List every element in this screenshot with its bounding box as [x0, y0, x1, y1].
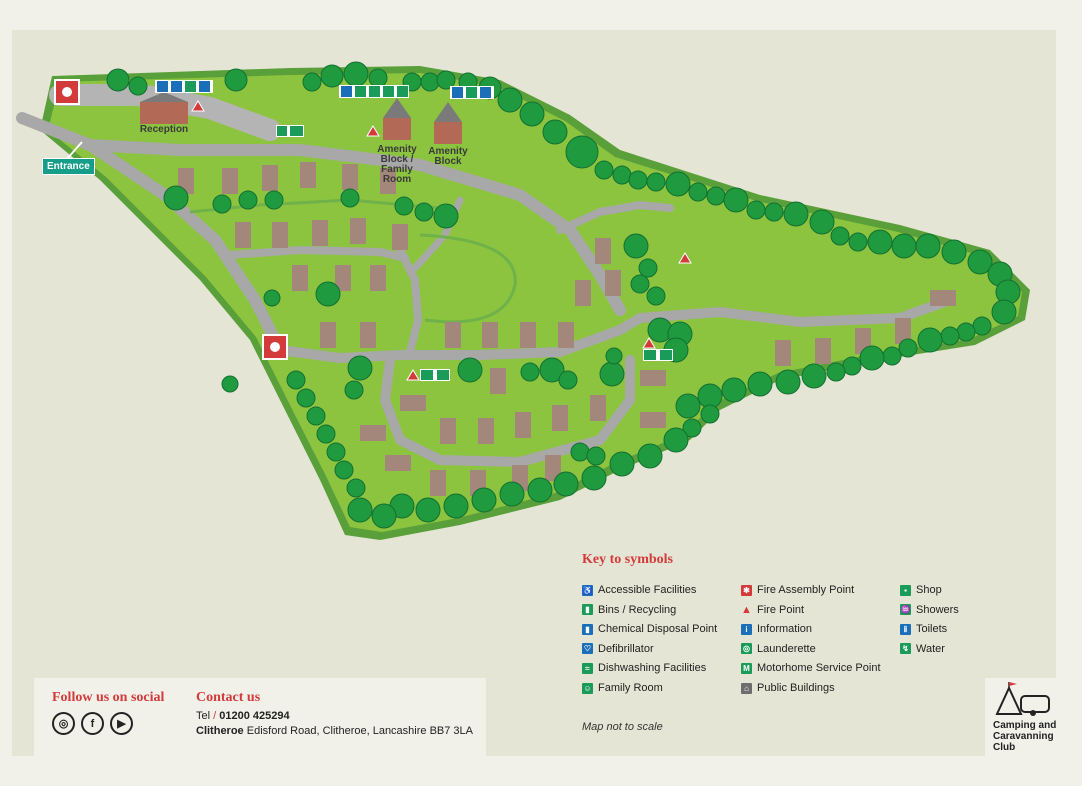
toilets-icon: ⅱ: [900, 623, 911, 635]
pitches: [178, 162, 956, 496]
trees: [106, 61, 1021, 529]
key-label: Fire Point: [757, 603, 805, 616]
defibrillator-icon: ♡: [582, 643, 593, 655]
key-title: Key to symbols: [582, 552, 673, 567]
chemical-disposal-icon: ▮: [582, 623, 593, 635]
address: Clitheroe Edisford Road, Clitheroe, Lanc…: [196, 725, 473, 737]
key-label: Motorhome Service Point: [757, 662, 881, 675]
path-ring: [419, 233, 517, 324]
key-item: ✱ Fire Assembly Point: [741, 583, 854, 597]
key-label: Toilets: [916, 623, 948, 636]
key-item: ☺ Family Room: [582, 681, 663, 695]
buildings: [140, 92, 462, 144]
club-logo: Camping and Caravanning Club: [985, 678, 1057, 758]
logo-text: Camping and Caravanning Club: [993, 720, 1057, 753]
key-item: ♒ Showers: [900, 603, 959, 617]
fire-point-icon: ▲: [741, 603, 752, 616]
tent-caravan-icon: [995, 682, 1050, 716]
footer: Follow us on social Contact us ◎ f ▶ Tel…: [34, 678, 486, 756]
fire-point-icon: [191, 100, 692, 381]
key-item: ▪ Shop: [900, 583, 942, 597]
key-label: Public Buildings: [757, 682, 835, 694]
facility-icons: [155, 80, 673, 381]
scale-note: Map not to scale: [582, 721, 663, 733]
information-icon: i: [741, 623, 752, 635]
key-label: Chemical Disposal Point: [598, 623, 718, 636]
key-label: Family Room: [598, 682, 663, 694]
key-label: Information: [757, 623, 813, 636]
family-room-icon: ☺: [582, 682, 593, 694]
shower-icon: ♒: [900, 604, 911, 616]
shop-icon: ▪: [900, 584, 911, 596]
amenity-label: Amenity Block: [428, 146, 468, 167]
water-icon: ↯: [900, 643, 911, 655]
key-item: M Motorhome Service Point: [741, 661, 881, 675]
dishwashing-icon: ≈: [582, 662, 593, 674]
facebook-icon[interactable]: f: [81, 712, 104, 735]
key-item: ↯ Water: [900, 642, 945, 656]
wheelchair-icon: ♿: [582, 584, 593, 596]
amenity-block: [434, 122, 462, 144]
instagram-icon[interactable]: ◎: [52, 712, 75, 735]
key-item: ▮ Chemical Disposal Point: [582, 622, 717, 636]
launderette-icon: ◎: [741, 643, 752, 655]
public-building-icon: ⌂: [741, 682, 752, 694]
key-label: Bins / Recycling: [598, 603, 677, 616]
key-label: Launderette: [757, 642, 816, 655]
entrance-label: Entrance: [42, 158, 95, 175]
social-heading: Follow us on social: [52, 690, 165, 705]
reception-building: [140, 102, 188, 124]
key-item: ◎ Launderette: [741, 642, 816, 656]
key-item: ♿ Accessible Facilities: [582, 583, 696, 597]
key-item: ⅱ Toilets: [900, 622, 947, 636]
key-label: Dishwashing Facilities: [598, 662, 707, 675]
key-label: Defibrillator: [598, 642, 654, 655]
telephone: Tel / 01200 425294: [196, 710, 290, 722]
key-item: ▲ Fire Point: [741, 603, 804, 617]
key-item: i Information: [741, 622, 812, 636]
amenity-family-label: Amenity Block / Family Room: [377, 144, 417, 185]
amenity-block-family: [383, 118, 411, 140]
key-item: ⌂ Public Buildings: [741, 681, 835, 695]
phone-number[interactable]: 01200 425294: [219, 710, 290, 722]
key-label: Fire Assembly Point: [757, 584, 855, 596]
contact-heading: Contact us: [196, 690, 261, 705]
key-label: Accessible Facilities: [598, 584, 697, 596]
fire-assembly-icon: [54, 79, 288, 360]
key-item: ▮ Bins / Recycling: [582, 603, 676, 617]
reception-label: Reception: [139, 124, 189, 135]
youtube-icon[interactable]: ▶: [110, 712, 133, 735]
key-item: ≈ Dishwashing Facilities: [582, 661, 706, 675]
key-label: Shop: [916, 584, 942, 596]
bin-icon: ▮: [582, 604, 593, 616]
site-grass: [48, 73, 1022, 532]
key-label: Water: [916, 642, 945, 655]
motorhome-service-icon: M: [741, 662, 752, 674]
key-item: ♡ Defibrillator: [582, 642, 654, 656]
key-label: Showers: [916, 603, 959, 616]
entrance-pointer: [65, 141, 83, 161]
fire-assembly-icon: ✱: [741, 584, 752, 596]
